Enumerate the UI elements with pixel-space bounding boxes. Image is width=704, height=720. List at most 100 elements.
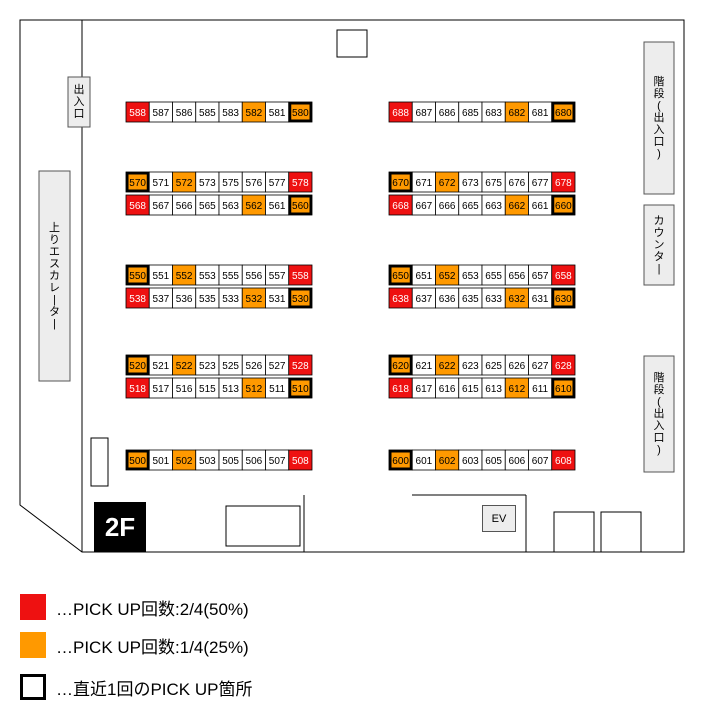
booth-558	[288, 264, 313, 286]
stairs-upper-label: 階 段 ( 出 入 口 )	[644, 42, 674, 194]
recent-pickup-outline	[288, 287, 313, 309]
booth-number: 660	[555, 201, 572, 212]
recent-pickup-outline	[125, 171, 150, 193]
booth-number: 521	[153, 361, 170, 372]
booth-number: 615	[462, 384, 479, 395]
booth-number: 558	[292, 271, 309, 282]
recent-pickup-outline	[288, 101, 313, 123]
counter-label: カ ウ ン タ |	[644, 205, 674, 285]
booth-number: 501	[153, 456, 170, 467]
booth-number: 588	[129, 108, 146, 119]
booth-number: 631	[532, 294, 549, 305]
booth-number: 516	[176, 384, 193, 395]
recent-pickup-outline	[551, 287, 576, 309]
booth-number: 507	[269, 456, 286, 467]
booth-number: 676	[509, 178, 526, 189]
booth-number: 602	[439, 456, 456, 467]
booth-number: 677	[532, 178, 549, 189]
booth-number: 515	[199, 384, 216, 395]
recent-pickup-outline	[125, 449, 150, 471]
booth-number: 500	[129, 456, 146, 467]
booth-number: 563	[222, 201, 239, 212]
elevator: EV	[482, 505, 516, 532]
booth-number: 658	[555, 271, 572, 282]
booth-number: 510	[292, 384, 309, 395]
booth-number: 538	[129, 294, 146, 305]
legend-red: …PICK UP回数:2/4(50%)	[20, 592, 680, 622]
booth-number: 557	[269, 271, 286, 282]
booth-number: 610	[555, 384, 572, 395]
booth-number: 553	[199, 271, 216, 282]
booth-number: 621	[416, 361, 433, 372]
booth-number: 671	[416, 178, 433, 189]
booth-number: 528	[292, 361, 309, 372]
booth-number: 567	[153, 201, 170, 212]
legend-outline: …直近1回のPICK UP箇所	[20, 672, 680, 702]
booth-number: 638	[392, 294, 409, 305]
recent-pickup-outline	[388, 264, 413, 286]
booth-number: 522	[176, 361, 193, 372]
booth-number: 570	[129, 178, 146, 189]
booth-number: 667	[416, 201, 433, 212]
booth-number: 537	[153, 294, 170, 305]
booth-number: 682	[509, 108, 526, 119]
booth-number: 566	[176, 201, 193, 212]
booth-number: 551	[153, 271, 170, 282]
legend-orange-swatch	[20, 632, 46, 658]
vertical-text: カ ウ ン タ |	[653, 215, 665, 275]
booth-number: 626	[509, 361, 526, 372]
booth-578	[288, 171, 313, 193]
booth-number: 520	[129, 361, 146, 372]
booth-number: 606	[509, 456, 526, 467]
booth-number: 616	[439, 384, 456, 395]
booth-number: 565	[199, 201, 216, 212]
booth-number: 681	[532, 108, 549, 119]
booth-number: 583	[222, 108, 239, 119]
booth-number: 618	[392, 384, 409, 395]
recent-pickup-outline	[388, 171, 413, 193]
booth-508	[288, 449, 313, 471]
vertical-text: 出 入 口	[73, 84, 85, 120]
booth-number: 503	[199, 456, 216, 467]
booth-number: 655	[485, 271, 502, 282]
booth-number: 675	[485, 178, 502, 189]
booth-number: 666	[439, 201, 456, 212]
booth-number: 536	[176, 294, 193, 305]
vertical-text: 階 段 ( 出 入 口 )	[653, 372, 665, 456]
booth-number: 653	[462, 271, 479, 282]
booth-number: 550	[129, 271, 146, 282]
booth-number: 535	[199, 294, 216, 305]
booth-number: 531	[269, 294, 286, 305]
booth-number: 627	[532, 361, 549, 372]
vertical-text: 上 り エ ス カ レ | タ |	[49, 222, 60, 330]
legend-outline-text: …直近1回のPICK UP箇所	[56, 679, 253, 699]
booth-number: 571	[153, 178, 170, 189]
booth-number: 635	[462, 294, 479, 305]
booth-number: 568	[129, 201, 146, 212]
booth-number: 556	[246, 271, 263, 282]
vertical-text: 階 段 ( 出 入 口 )	[653, 76, 665, 160]
legend-red-swatch	[20, 594, 46, 620]
booth-number: 582	[246, 108, 263, 119]
booth-number: 668	[392, 201, 409, 212]
booth-number: 600	[392, 456, 409, 467]
booth-number: 685	[462, 108, 479, 119]
booth-number: 601	[416, 456, 433, 467]
booth-number: 622	[439, 361, 456, 372]
booth-number: 683	[485, 108, 502, 119]
booth-number: 523	[199, 361, 216, 372]
booth-number: 572	[176, 178, 193, 189]
booth-number: 611	[532, 384, 548, 395]
escalator-up-label: 上 り エ ス カ レ | タ |	[39, 171, 70, 381]
stairs-lower-label: 階 段 ( 出 入 口 )	[644, 356, 674, 472]
